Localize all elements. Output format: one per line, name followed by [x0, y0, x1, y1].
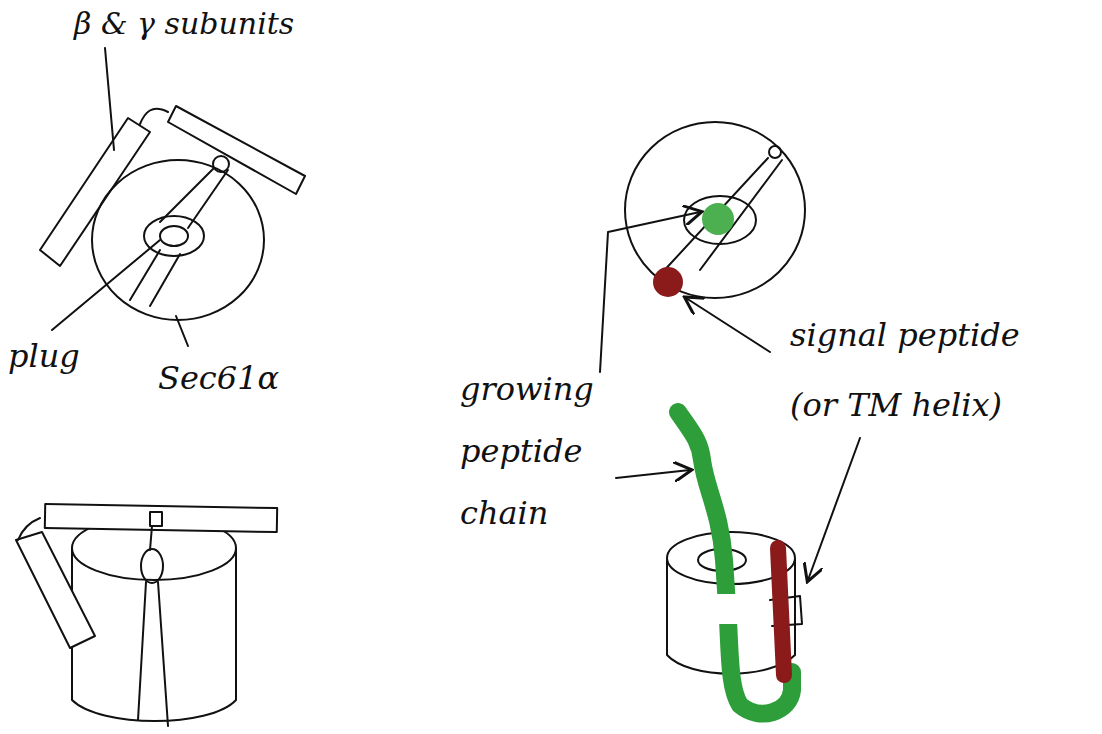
sec61-cylinder: [72, 548, 236, 721]
beta-subunit: [40, 118, 150, 266]
subunit-label: β & γ subunits: [74, 4, 374, 44]
sec61-label: Sec61α: [158, 356, 358, 400]
signal-label: signal peptide (or TM helix): [790, 300, 1060, 440]
chain-label: growing peptide chain: [460, 358, 610, 544]
sec61-ring: [92, 160, 264, 320]
gamma-subunit: [168, 106, 305, 194]
plug-label: plug: [8, 334, 128, 378]
